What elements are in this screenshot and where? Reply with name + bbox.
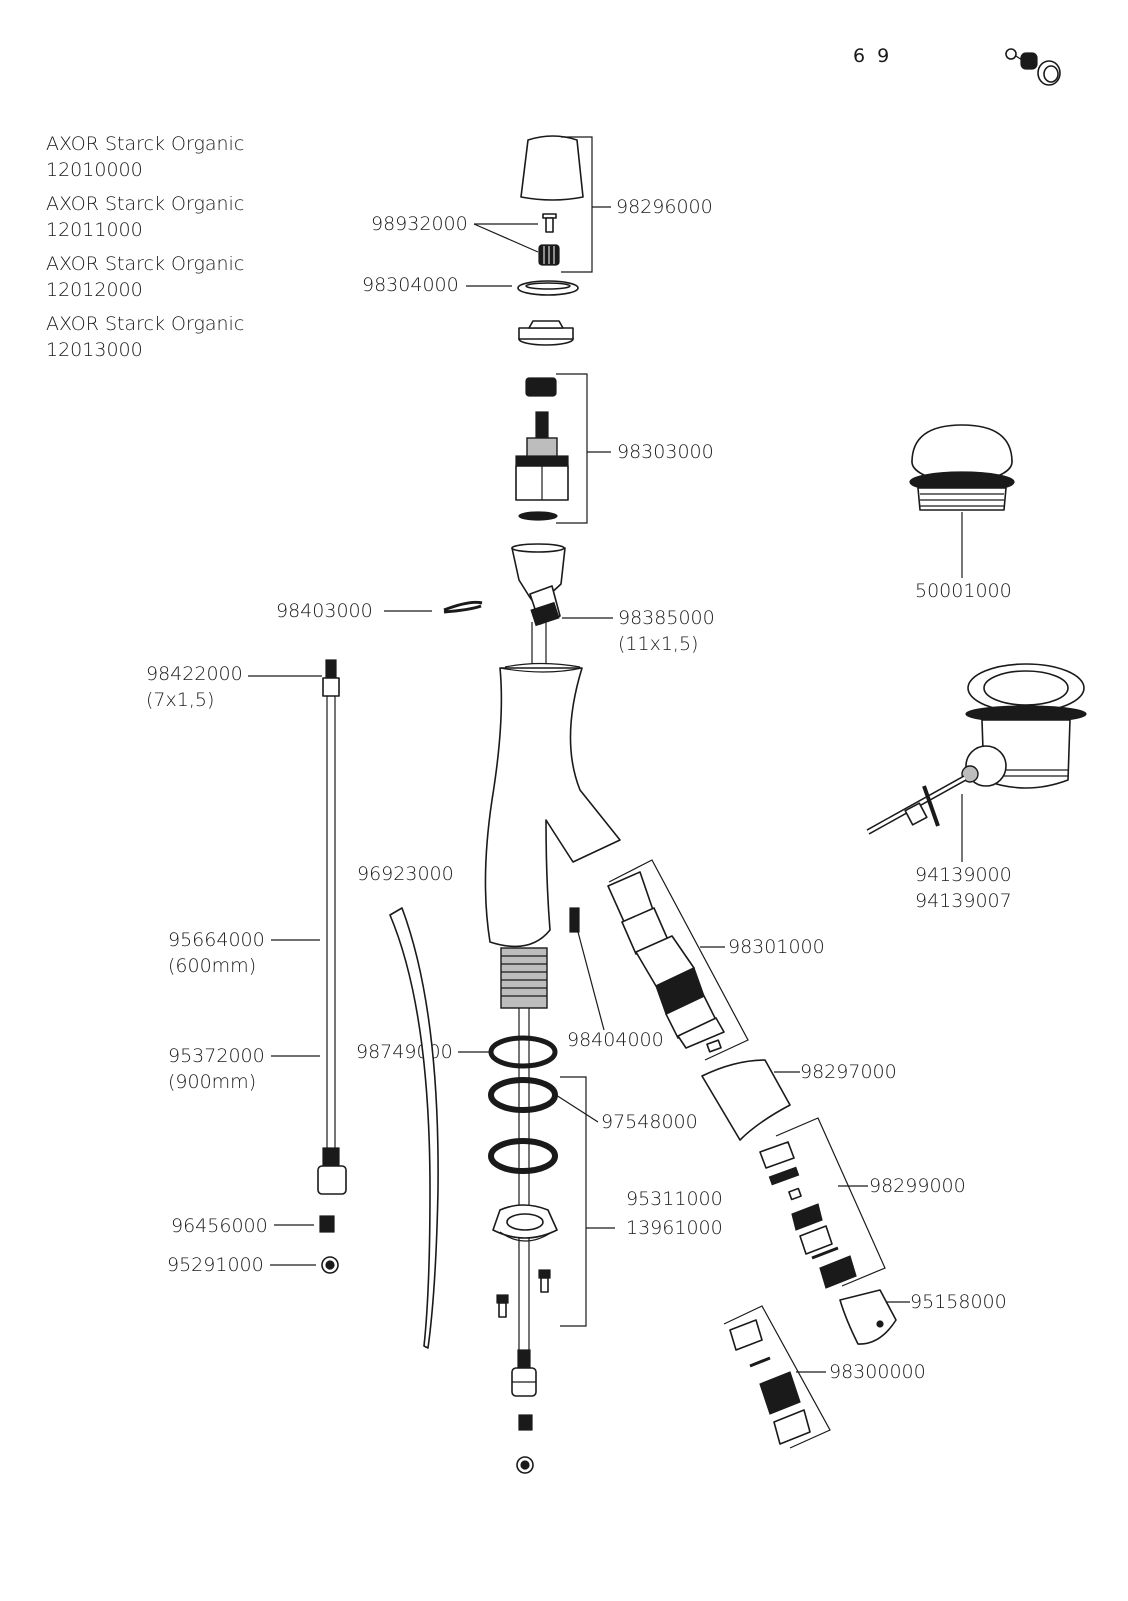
- part-label: 95291000: [167, 1254, 264, 1276]
- product-name: AXOR Starck Organic: [46, 193, 244, 215]
- filter-part: [319, 1215, 335, 1233]
- part-label: 96923000: [357, 863, 454, 885]
- part-label: 98403000: [276, 600, 373, 622]
- aerator-housing-part: [839, 1289, 897, 1345]
- product-name: AXOR Starck Organic: [46, 133, 244, 155]
- cover-ring-part: [517, 280, 579, 296]
- part-label: 97548000: [601, 1111, 698, 1133]
- insert-set-part: [729, 1319, 811, 1445]
- part-size: (7x1,5): [146, 689, 214, 711]
- product-number: 12013000: [46, 339, 143, 361]
- part-label: 98299000: [869, 1175, 966, 1197]
- part-label: 94139000: [915, 864, 1012, 886]
- part-size: (11x1,5): [618, 633, 698, 655]
- page-number: 6 9: [853, 45, 892, 67]
- product-name: AXOR Starck Organic: [46, 313, 244, 335]
- part-label: 98304000: [362, 274, 459, 296]
- screw-part: [542, 213, 557, 233]
- spring-part: [569, 907, 580, 933]
- part-label: 98296000: [616, 196, 713, 218]
- cartridge-part: [515, 377, 569, 521]
- product-number: 12012000: [46, 279, 143, 301]
- nut-part: [518, 320, 574, 346]
- mixer-head-part: [511, 543, 566, 664]
- part-label: 13961000: [626, 1217, 723, 1239]
- push-open-waste-part: [909, 424, 1015, 511]
- product-name: AXOR Starck Organic: [46, 253, 244, 275]
- clip-part: [443, 600, 483, 614]
- stud-part: [496, 1269, 551, 1318]
- part-label: 98385000: [618, 607, 715, 629]
- mounting-plate-part: [492, 1204, 558, 1242]
- pop-up-waste-icon: [1005, 48, 1061, 86]
- part-label: 98932000: [371, 213, 468, 235]
- part-label: 95372000: [168, 1045, 265, 1067]
- product-number: 12011000: [46, 219, 143, 241]
- faucet-body-part: [484, 662, 621, 948]
- product-number: 12010000: [46, 159, 143, 181]
- part-label: 98300000: [829, 1361, 926, 1383]
- part-label: 95158000: [910, 1291, 1007, 1313]
- threaded-shank-part: [500, 947, 548, 1009]
- aerator-assembly-part: [759, 1141, 857, 1289]
- hose-end-part: [511, 1349, 537, 1474]
- adapter-part: [538, 244, 560, 266]
- part-length: (600mm): [168, 955, 256, 977]
- seal-part: [321, 1256, 339, 1274]
- product-list: AXOR Starck Organic 12010000 AXOR Starck…: [46, 133, 244, 361]
- part-label: 98404000: [567, 1029, 664, 1051]
- handle-cap-part: [520, 135, 584, 201]
- part-label: 98301000: [728, 936, 825, 958]
- spout-insert-part: [607, 871, 725, 1053]
- spout-cone-part: [701, 1059, 791, 1141]
- part-length: (900mm): [168, 1071, 256, 1093]
- pop-up-waste-part: [866, 663, 1087, 835]
- part-label: 50001000: [915, 580, 1012, 602]
- part-label: 96456000: [171, 1215, 268, 1237]
- part-label: 94139007: [915, 890, 1012, 912]
- part-label: 98422000: [146, 663, 243, 685]
- part-label: 95664000: [168, 929, 265, 951]
- supply-hose-part: [317, 659, 347, 1195]
- part-label: 98749000: [356, 1041, 453, 1063]
- part-label: 98303000: [617, 441, 714, 463]
- part-label: 95311000: [626, 1188, 723, 1210]
- part-label: 98297000: [800, 1061, 897, 1083]
